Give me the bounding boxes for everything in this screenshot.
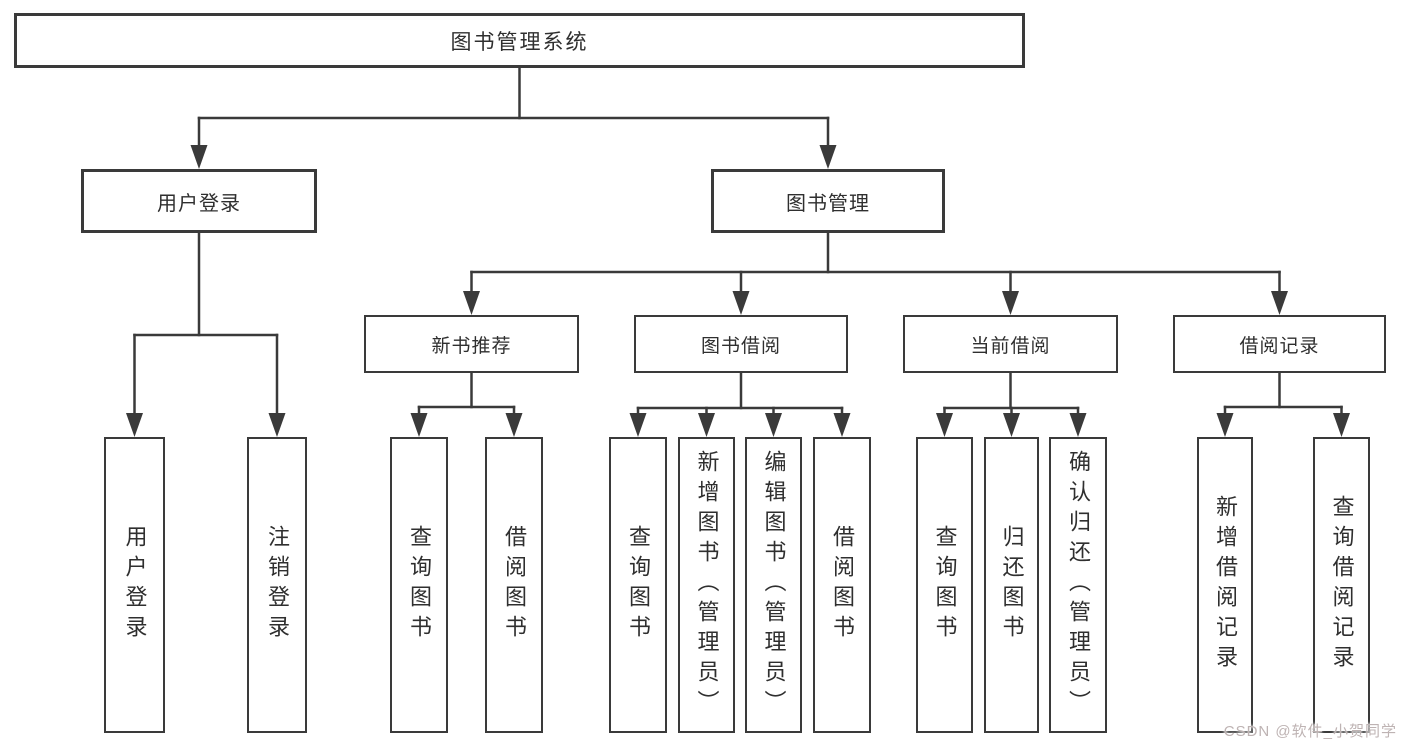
leaf-query-borrow-record-label: 查询借阅记录 [1329, 495, 1355, 675]
arrowhead-down-icon [1271, 291, 1288, 315]
book-management-label: 图书管理 [786, 192, 870, 215]
leaf-query-book-borrow-label: 查询图书 [626, 525, 651, 645]
book-management: 图书管理 [711, 169, 945, 233]
leaf-logout-label: 注销登录 [265, 525, 290, 645]
arrowhead-down-icon [410, 413, 428, 437]
leaf-return-book: 归还图书 [984, 437, 1039, 733]
leaf-edit-book-admin-label: 编辑图书（管理员） [761, 450, 787, 720]
arrowhead-down-icon [833, 413, 851, 437]
current-borrowing: 当前借阅 [903, 315, 1118, 373]
leaf-return-book-label: 归还图书 [999, 525, 1025, 645]
arrowhead-down-icon [629, 413, 647, 437]
book-borrowing-label: 图书借阅 [700, 335, 781, 357]
leaf-add-borrow-record-label: 新增借阅记录 [1213, 495, 1238, 675]
leaf-add-book-admin: 新增图书（管理员） [678, 437, 735, 733]
csdn-watermark: CSDN @软件_小贺同学 [1223, 723, 1397, 740]
arrowhead-down-icon [936, 413, 953, 437]
arrowhead-down-icon [819, 145, 837, 169]
leaf-borrow-book-label: 借阅图书 [830, 525, 855, 645]
arrowhead-down-icon [732, 291, 750, 315]
borrowing-records: 借阅记录 [1173, 315, 1386, 373]
leaf-confirm-return-admin-label: 确认归还（管理员） [1066, 450, 1091, 720]
user-login: 用户登录 [81, 169, 317, 233]
leaf-query-book-current: 查询图书 [916, 437, 973, 733]
arrowhead-down-icon [1003, 413, 1020, 437]
leaf-borrow-book: 借阅图书 [813, 437, 871, 733]
new-book-recommend: 新书推荐 [364, 315, 579, 373]
leaf-confirm-return-admin: 确认归还（管理员） [1049, 437, 1107, 733]
leaf-user-login: 用户登录 [104, 437, 165, 733]
leaf-add-book-admin-label: 新增图书（管理员） [694, 450, 720, 720]
arrowhead-down-icon [190, 145, 208, 169]
leaf-query-borrow-record: 查询借阅记录 [1313, 437, 1370, 733]
borrowing-records-label: 借阅记录 [1239, 335, 1320, 357]
leaf-logout: 注销登录 [247, 437, 307, 733]
leaf-edit-book-admin: 编辑图书（管理员） [745, 437, 802, 733]
leaf-query-book-borrow: 查询图书 [609, 437, 667, 733]
arrowhead-down-icon [463, 291, 480, 315]
arrowhead-down-icon [1333, 413, 1350, 437]
leaf-query-book-new: 查询图书 [390, 437, 448, 733]
root-system: 图书管理系统 [14, 13, 1025, 68]
leaf-borrow-book-new-label: 借阅图书 [502, 525, 527, 645]
leaf-query-book-new-label: 查询图书 [407, 525, 432, 645]
root-system-label: 图书管理系统 [450, 30, 589, 54]
book-borrowing: 图书借阅 [634, 315, 848, 373]
arrowhead-down-icon [765, 413, 782, 437]
current-borrowing-label: 当前借阅 [970, 335, 1051, 357]
arrowhead-down-icon [268, 413, 286, 437]
leaf-user-login-label: 用户登录 [122, 525, 148, 645]
arrowhead-down-icon [698, 413, 715, 437]
leaf-query-book-current-label: 查询图书 [932, 525, 958, 645]
arrowhead-down-icon [126, 413, 143, 437]
arrowhead-down-icon [505, 413, 523, 437]
new-book-recommend-label: 新书推荐 [431, 335, 512, 357]
arrowhead-down-icon [1216, 413, 1234, 437]
user-login-label: 用户登录 [157, 192, 241, 215]
leaf-borrow-book-new: 借阅图书 [485, 437, 543, 733]
arrowhead-down-icon [1002, 291, 1019, 315]
arrowhead-down-icon [1069, 413, 1087, 437]
leaf-add-borrow-record: 新增借阅记录 [1197, 437, 1253, 733]
